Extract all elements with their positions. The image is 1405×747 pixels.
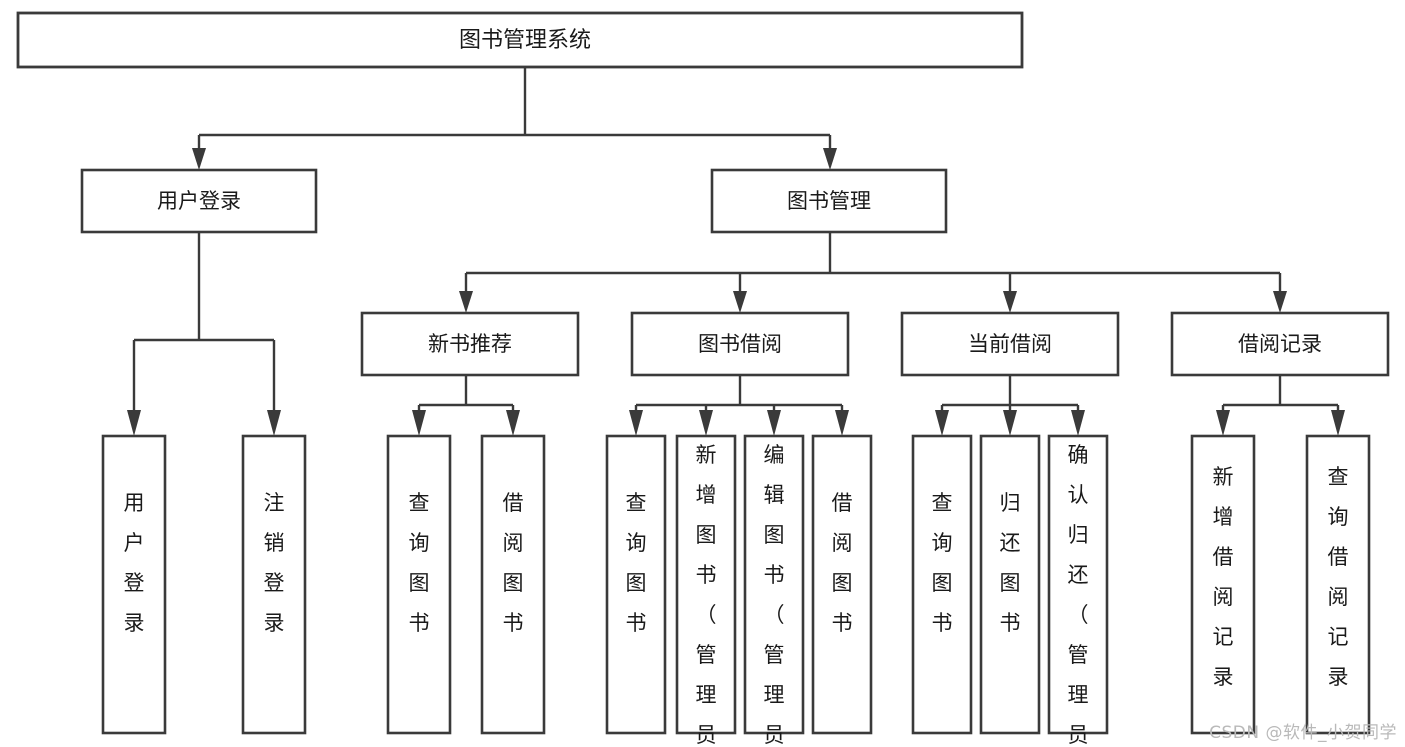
node-new-book-recommend[interactable]: 新书推荐 [360,311,580,377]
node-leaf-query-book-3-label: 查询图书 [932,491,953,635]
node-borrow-record-box[interactable] [1170,311,1390,377]
node-book-borrow-label: 图书借阅 [698,332,782,356]
connector-group-current-borrow [935,375,1085,436]
node-leaf-query-book-1[interactable]: 查询图书 [386,434,452,735]
arrow-cb-to-leaf-3-icon [1071,410,1085,436]
arrow-br-to-leaf-2-icon [1331,410,1345,436]
arrow-br-to-leaf-1-icon [1216,410,1230,436]
node-leaf-borrow-book-1-label: 借阅图书 [503,491,524,635]
node-leaf-add-record-label: 新增借阅记录 [1213,465,1234,689]
node-leaf-query-book-3-box[interactable] [911,434,973,735]
node-book-management-label: 图书管理 [787,189,871,213]
arrow-bb-to-leaf-3-icon [767,410,781,436]
node-borrow-record-label: 借阅记录 [1238,332,1322,356]
node-root[interactable]: 图书管理系统 [16,11,1024,69]
node-leaf-query-record-box[interactable] [1305,434,1371,735]
node-leaf-edit-book-box[interactable] [743,434,805,735]
node-leaf-return-book[interactable]: 归还图书 [979,434,1041,735]
arrow-bm-to-current-borrow-icon [1003,291,1017,313]
node-leaf-user-logout[interactable]: 注销登录 [241,434,307,735]
connector-group-borrow-record [1216,375,1345,436]
node-user-login-box[interactable] [80,168,318,234]
node-leaf-user-logout-label: 注销登录 [264,491,285,635]
node-current-borrow-box[interactable] [900,311,1120,377]
node-leaf-query-book-3[interactable]: 查询图书 [911,434,973,735]
node-leaf-edit-book[interactable]: 编辑图书（管理员） [743,434,805,747]
node-leaf-return-book-box[interactable] [979,434,1041,735]
node-book-borrow[interactable]: 图书借阅 [630,311,850,377]
node-user-login[interactable]: 用户登录 [80,168,318,234]
node-leaf-add-record-box[interactable] [1190,434,1256,735]
node-leaf-confirm-return[interactable]: 确认归还（管理员） [1047,434,1109,747]
arrow-root-to-user-login-icon [192,148,206,170]
node-leaf-borrow-book-1-box[interactable] [480,434,546,735]
arrow-bb-to-leaf-4-icon [835,410,849,436]
node-book-management-box[interactable] [710,168,948,234]
arrow-nbr-to-leaf-1-icon [412,410,426,436]
node-leaf-query-record[interactable]: 查询借阅记录 [1305,434,1371,735]
node-leaf-confirm-return-label: 确认归还（管理员） [1068,443,1089,747]
node-leaf-user-login-label: 用户登录 [124,491,145,635]
node-new-book-recommend-box[interactable] [360,311,580,377]
node-current-borrow-label: 当前借阅 [968,332,1052,356]
node-leaf-query-record-label: 查询借阅记录 [1328,465,1349,689]
arrow-bm-to-book-borrow-icon [733,291,747,313]
csdn-watermark: CSDN @软件_小贺同学 [1209,723,1397,743]
node-leaf-add-book[interactable]: 新增图书（管理员） [675,434,737,747]
node-borrow-record[interactable]: 借阅记录 [1170,311,1390,377]
arrow-nbr-to-leaf-2-icon [506,410,520,436]
node-leaf-borrow-book-2[interactable]: 借阅图书 [811,434,873,735]
node-leaf-user-login-box[interactable] [101,434,167,735]
connector-group-root [192,67,837,170]
node-leaf-return-book-label: 归还图书 [1000,491,1021,635]
node-leaf-add-book-box[interactable] [675,434,737,735]
node-leaf-query-book-1-label: 查询图书 [409,491,430,635]
node-leaf-add-record[interactable]: 新增借阅记录 [1190,434,1256,735]
node-new-book-recommend-label: 新书推荐 [428,332,512,356]
arrow-bm-to-new-book-icon [459,291,473,313]
arrow-cb-to-leaf-1-icon [935,410,949,436]
node-user-login-label: 用户登录 [157,189,241,213]
node-leaf-borrow-book-2-box[interactable] [811,434,873,735]
node-leaf-query-book-2-box[interactable] [605,434,667,735]
node-leaf-borrow-book-2-label: 借阅图书 [832,491,853,635]
node-leaf-user-login[interactable]: 用户登录 [101,434,167,735]
node-leaf-borrow-book-1[interactable]: 借阅图书 [480,434,546,735]
arrow-ul-to-leaf-2-icon [267,410,281,436]
arrow-bb-to-leaf-2-icon [699,410,713,436]
node-root-box[interactable] [16,11,1024,69]
connector-group-user-login [127,232,281,436]
arrow-ul-to-leaf-1-icon [127,410,141,436]
node-leaf-query-book-2[interactable]: 查询图书 [605,434,667,735]
node-book-management[interactable]: 图书管理 [710,168,948,234]
node-leaf-confirm-return-box[interactable] [1047,434,1109,735]
node-current-borrow[interactable]: 当前借阅 [900,311,1120,377]
arrow-root-to-book-management-icon [823,148,837,170]
connector-group-book-borrow [629,375,849,436]
arrow-cb-to-leaf-2-icon [1003,410,1017,436]
node-leaf-user-logout-box[interactable] [241,434,307,735]
node-leaf-query-book-1-box[interactable] [386,434,452,735]
arrow-bb-to-leaf-1-icon [629,410,643,436]
connector-group-new-book-recommend [412,375,520,436]
connector-group-book-management [459,232,1287,313]
node-root-label: 图书管理系统 [459,28,591,53]
node-leaf-edit-book-label: 编辑图书（管理员） [764,443,785,747]
node-leaf-add-book-label: 新增图书（管理员） [696,443,717,747]
arrow-bm-to-borrow-record-icon [1273,291,1287,313]
node-leaf-query-book-2-label: 查询图书 [626,491,647,635]
node-book-borrow-box[interactable] [630,311,850,377]
